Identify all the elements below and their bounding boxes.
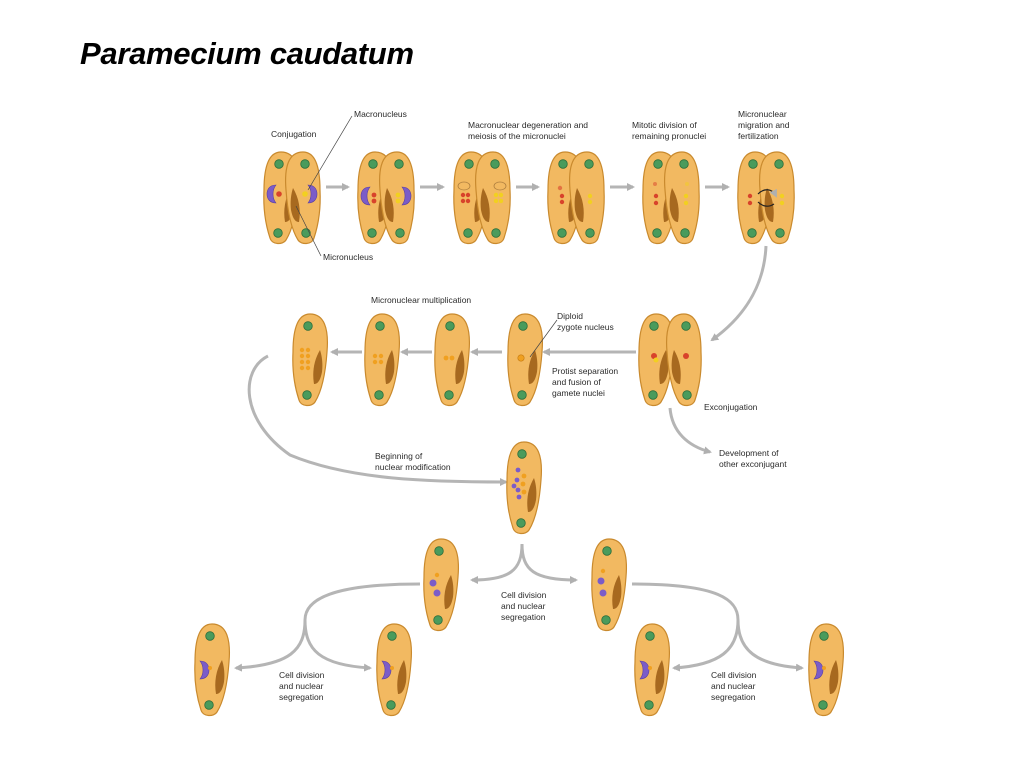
label-migration-2: migration and <box>738 120 790 130</box>
label-mitotic-1: Mitotic division of <box>632 120 697 130</box>
cell-final-2 <box>377 624 412 716</box>
cell-multiplication-2 <box>365 314 400 406</box>
cell-zygote <box>508 314 543 406</box>
label-beginning-1: Beginning of <box>375 451 423 461</box>
pair-mitotic-division <box>548 152 604 244</box>
label-migration-1: Micronuclear <box>738 109 787 119</box>
pair-exconjugation <box>639 314 701 406</box>
cell-final-3 <box>635 624 670 716</box>
pair-migration-fertilization <box>738 152 794 244</box>
pair-conjugation <box>264 152 320 244</box>
label-division-center-1: Cell division <box>501 590 547 600</box>
label-division-right-3: segregation <box>711 692 756 702</box>
cell-division-right <box>592 539 627 631</box>
label-development-2: other exconjugant <box>719 459 787 469</box>
pair-stage-2 <box>358 152 414 244</box>
label-micro-multiplication: Micronuclear multiplication <box>371 295 471 305</box>
label-development-1: Development of <box>719 448 779 458</box>
label-division-right-2: and nuclear <box>711 681 756 691</box>
label-diploid-2: zygote nucleus <box>557 322 614 332</box>
label-micronucleus: Micronucleus <box>323 252 373 262</box>
label-division-left-3: segregation <box>279 692 324 702</box>
label-protist-1: Protist separation <box>552 366 618 376</box>
label-macro-degeneration-2: meiosis of the micronuclei <box>468 131 566 141</box>
pair-macro-degeneration <box>454 152 510 244</box>
pair-pronuclei <box>643 152 699 244</box>
label-conjugation: Conjugation <box>271 129 317 139</box>
label-division-center-2: and nuclear <box>501 601 546 611</box>
label-beginning-2: nuclear modification <box>375 462 451 472</box>
cell-nuclear-modification <box>507 442 542 534</box>
label-diploid-1: Diploid <box>557 311 583 321</box>
label-protist-2: and fusion of <box>552 377 601 387</box>
label-division-right-1: Cell division <box>711 670 757 680</box>
label-exconjugation: Exconjugation <box>704 402 758 412</box>
label-division-left-1: Cell division <box>279 670 325 680</box>
cell-final-1 <box>195 624 230 716</box>
cell-multiplication-1 <box>435 314 470 406</box>
label-macro-degeneration-1: Macronuclear degeneration and <box>468 120 588 130</box>
cell-final-4 <box>809 624 844 716</box>
label-division-center-3: segregation <box>501 612 546 622</box>
label-migration-3: fertilization <box>738 131 779 141</box>
label-protist-3: gamete nuclei <box>552 388 605 398</box>
cell-multiplication-3 <box>293 314 328 406</box>
label-mitotic-2: remaining pronuclei <box>632 131 706 141</box>
label-macronucleus: Macronucleus <box>354 109 407 119</box>
label-division-left-2: and nuclear <box>279 681 324 691</box>
cell-division-left <box>424 539 459 631</box>
